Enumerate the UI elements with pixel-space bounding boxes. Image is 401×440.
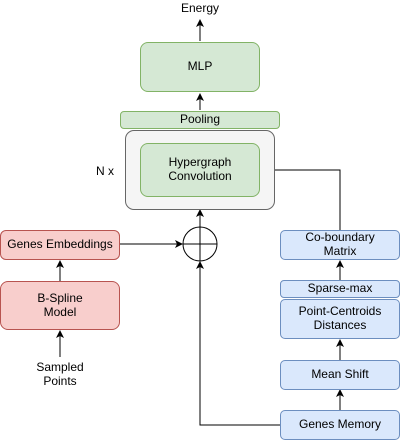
arrow-coboundary-to-hypergraph (261, 166, 341, 230)
energy-label: Energy (180, 1, 220, 15)
genes-memory-block: Genes Memory (280, 410, 400, 440)
hypergraph-convolution-block: Hypergraph Convolution (140, 143, 260, 197)
bspline-model-block: B-Spline Model (0, 281, 120, 330)
arrow-memory-to-plus (196, 261, 280, 426)
sparsemax-block: Sparse-max (280, 280, 400, 298)
repeat-label: N x (96, 164, 114, 178)
mlp-block: MLP (140, 42, 260, 92)
plus-operator-icon (182, 226, 218, 262)
sampled-points-label: Sampled Points (36, 360, 84, 389)
mean-shift-block: Mean Shift (280, 360, 400, 390)
point-centroids-distances-block: Point-Centroids Distances (280, 299, 400, 339)
coboundary-matrix-block: Co-boundary Matrix (280, 230, 400, 260)
pooling-block: Pooling (120, 111, 280, 129)
genes-embeddings-block: Genes Embeddings (0, 230, 120, 260)
